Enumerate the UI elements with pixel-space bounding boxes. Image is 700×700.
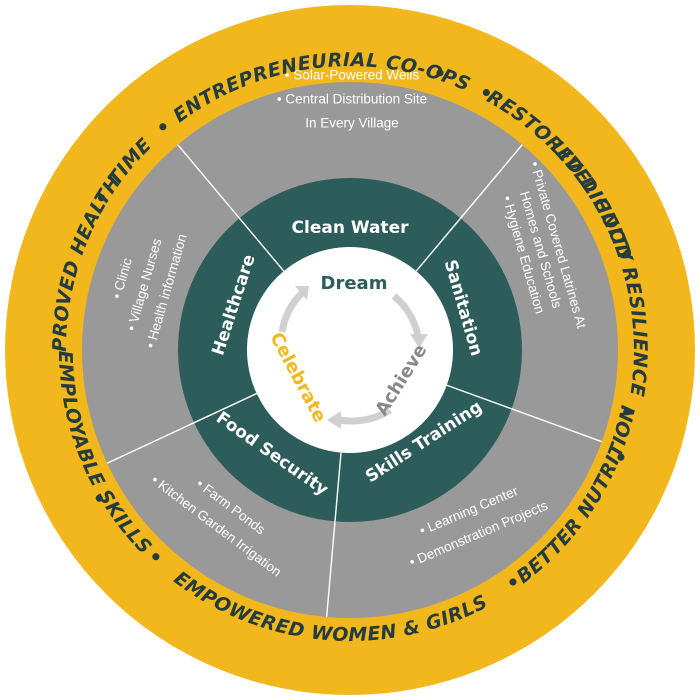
program-ring-dividers (193, 217, 512, 522)
program-divider-line (415, 217, 462, 272)
cycle-arrowheads (295, 286, 428, 429)
arrow-achieve-to-celebrate (339, 406, 392, 425)
program-divider-line (446, 384, 512, 410)
program-detail-line: In Every Village (305, 116, 399, 131)
arrowhead-dream (295, 286, 309, 300)
program-detail-line: • Central Distribution Site (277, 92, 427, 107)
arrow-celebrate-to-dream (278, 290, 305, 333)
cycle-arrows (278, 290, 422, 425)
cycle-dream-label: Dream (321, 273, 388, 294)
program-divider-line (193, 392, 257, 424)
program-details-group: • Solar-Powered Wells • Central Distribut… (277, 68, 427, 131)
outcome-separator: • (614, 403, 640, 421)
arrowhead-celebrate (327, 411, 341, 429)
arrow-dream-to-achieve (391, 293, 422, 337)
program-detail-line: • Solar-Powered Wells (285, 68, 420, 83)
program-label-clean-water: Clean Water (292, 218, 410, 238)
program-divider-line (238, 217, 285, 272)
arrowhead-achieve (410, 334, 428, 348)
program-divider-line (334, 452, 342, 522)
